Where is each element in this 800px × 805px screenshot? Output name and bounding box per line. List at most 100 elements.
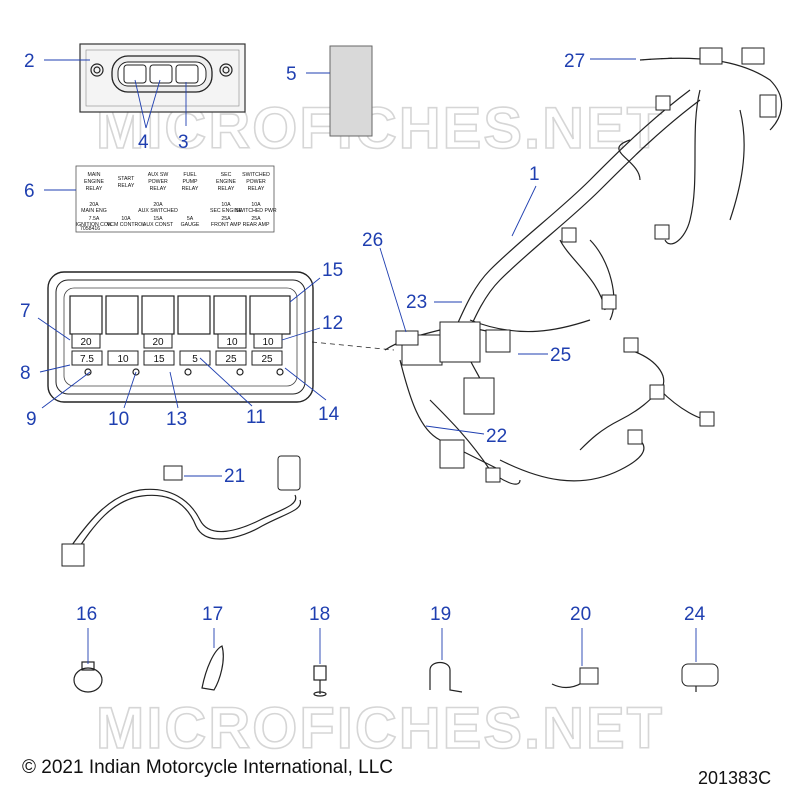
callout-10: 10 [108, 409, 129, 430]
label-fuse-rating: 5A [187, 216, 194, 222]
callout-leader-stubs [87, 628, 697, 666]
callout-5: 5 [286, 64, 297, 85]
relay-holder-assembly [79, 43, 246, 113]
callout-19: 19 [430, 604, 451, 625]
fuse-upper-value: 20 [152, 337, 164, 348]
callout-26: 26 [362, 230, 383, 251]
protective-boot-part [681, 663, 719, 692]
callout-14: 14 [318, 404, 340, 425]
callout-9: 9 [26, 409, 37, 430]
copyright-notice: © 2021 Indian Motorcycle International, … [22, 757, 393, 778]
label-relay-heading: PUMP [183, 179, 199, 185]
label-fuse-name: GAUGE [181, 222, 200, 228]
label-relay-heading: ENGINE [216, 179, 236, 185]
callout-22: 22 [486, 426, 507, 447]
label-relay-heading: MAIN [88, 172, 101, 178]
cable-clamp-part [73, 661, 103, 693]
label-relay-heading: FUEL [183, 172, 196, 178]
relay-connector-part [395, 330, 419, 346]
callout-labels: 2 3 4 5 6 7 8 9 10 11 12 13 14 15 1 26 2… [20, 51, 706, 625]
label-fuse-name: SEC ENGINE [210, 208, 243, 214]
label-fuse-name: SWITCHED PWR [235, 208, 276, 214]
fuse-upper-slot [71, 333, 101, 349]
label-relay-heading: SWITCHED [242, 172, 270, 178]
label-relay-heading: POWER [246, 179, 266, 185]
label-relay-heading: RELAY [248, 186, 265, 192]
fuse-upper-value: 20 [80, 337, 92, 348]
connector-pigtail-part [551, 667, 599, 689]
callout-24: 24 [684, 604, 706, 625]
fuse-upper-slot [217, 333, 247, 349]
fuse-lower-value: 25 [261, 354, 273, 365]
fuse-upper-slot [253, 333, 283, 349]
fuse-upper-value: 10 [262, 337, 274, 348]
diagram-id: 201383C [698, 768, 772, 788]
fuse-lower-slot [251, 350, 283, 366]
label-relay-heading: POWER [148, 179, 168, 185]
label-fuse-rating: 15A [153, 216, 163, 222]
push-pin-part [313, 665, 327, 697]
label-fuse-rating: 10A [121, 216, 131, 222]
callout-18: 18 [309, 604, 330, 625]
label-fuse-rating: 7.5A [89, 216, 100, 222]
fuse-lower-value: 10 [117, 354, 129, 365]
callout-4: 4 [138, 132, 149, 153]
label-relay-heading: RELAY [86, 186, 103, 192]
fuse-lower-slot [143, 350, 175, 366]
callout-20: 20 [570, 604, 591, 625]
label-fuse-name: AUX CONST [143, 222, 174, 228]
callout-1: 1 [529, 164, 540, 185]
callout-11: 11 [246, 407, 266, 428]
fuse-lower-value: 15 [153, 354, 165, 365]
label-relay-heading: RELAY [118, 183, 135, 189]
label-fuse-name: REAR AMP [243, 222, 270, 228]
fuse-upper-value: 10 [226, 337, 238, 348]
sub-harness-part [61, 455, 302, 567]
main-wire-harness [384, 47, 783, 485]
fuse-lower-slot [215, 350, 247, 366]
label-relay-heading: ENGINE [84, 179, 104, 185]
callout-8: 8 [20, 363, 31, 384]
fuse-lower-value: 25 [225, 354, 237, 365]
label-fuse-rating: 25A [221, 216, 231, 222]
callout-25: 25 [550, 345, 571, 366]
foam-pad-part [329, 45, 373, 137]
label-fuse-rating: 20A [89, 202, 99, 208]
callout-12: 12 [322, 313, 343, 334]
label-relay-heading: RELAY [182, 186, 199, 192]
label-relay-heading: RELAY [150, 186, 167, 192]
label-fuse-rating: 25A [251, 216, 261, 222]
callout-2: 2 [24, 51, 35, 72]
label-relay-heading: START [118, 176, 135, 182]
callout-13: 13 [166, 409, 187, 430]
callout-16: 16 [76, 604, 97, 625]
label-relay-heading: RELAY [218, 186, 235, 192]
watermark-bottom: MICROFICHES.NET [96, 696, 664, 761]
label-fuse-name: MAIN ENG [81, 208, 107, 214]
label-fuse-rating: 10A [221, 202, 231, 208]
fuse-upper-slot [143, 333, 173, 349]
callout-6: 6 [24, 181, 35, 202]
label-fuse-name: AUX SWITCHED [138, 208, 178, 214]
fuse-lower-slot [107, 350, 139, 366]
callout-15: 15 [322, 260, 343, 281]
leader-lines [37, 58, 636, 477]
label-fuse-name: IGNITION COIL [76, 222, 113, 228]
callout-23: 23 [406, 292, 427, 313]
label-fuse-name: VCM CONTROL [107, 222, 145, 228]
label-relay-heading: SEC [221, 172, 232, 178]
callout-3: 3 [178, 132, 189, 153]
label-fuse-rating: 20A [153, 202, 163, 208]
cable-tie-part [201, 645, 224, 691]
fuse-lower-value: 7.5 [80, 354, 94, 365]
label-part-number: 7058416 [80, 226, 100, 232]
fuse-lower-slot [179, 350, 211, 366]
fuse-lower-slot [71, 350, 103, 366]
callout-21: 21 [224, 466, 245, 487]
label-fuse-name: FRONT AMP [211, 222, 242, 228]
callout-7: 7 [20, 301, 31, 322]
p-clip-part [429, 661, 463, 693]
